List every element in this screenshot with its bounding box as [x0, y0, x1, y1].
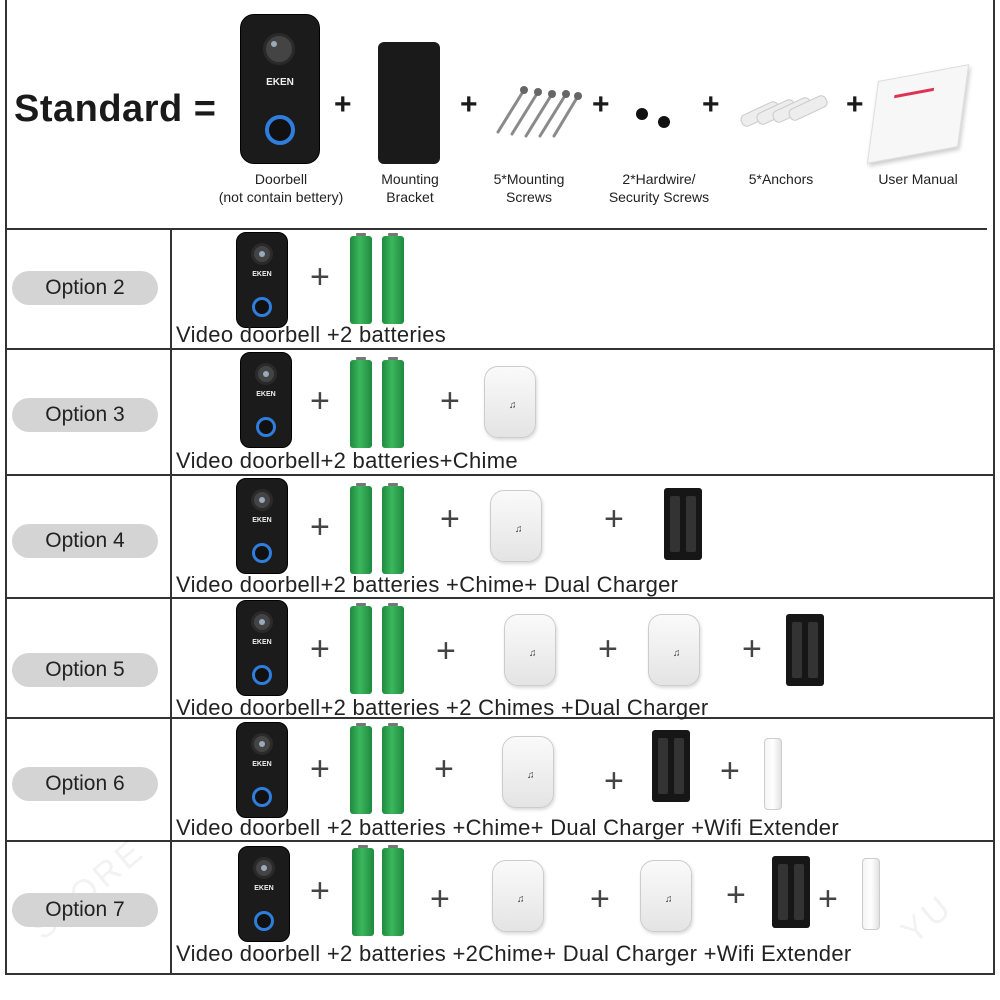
chime-image: ♫: [490, 490, 542, 562]
mounting-bracket-image: [378, 42, 440, 164]
plus-sign: +: [846, 88, 864, 121]
plus-sign: +: [818, 880, 838, 918]
plus-sign: +: [742, 630, 762, 668]
plus-sign: +: [310, 508, 330, 546]
plus-sign: +: [726, 876, 746, 914]
option-4-caption: Video doorbell+2 batteries +Chime+ Dual …: [176, 572, 679, 597]
plus-sign: +: [334, 88, 352, 121]
row-divider: [5, 348, 995, 350]
battery-image: [350, 233, 372, 324]
doorbell-image: EKEN: [238, 846, 290, 942]
plus-sign: +: [720, 752, 740, 790]
dual-charger-image: [786, 614, 824, 686]
chime-image: ♫: [504, 614, 556, 686]
battery-image: [382, 357, 404, 448]
chime-image: ♫: [492, 860, 544, 932]
plus-sign: +: [310, 872, 330, 910]
caption-security-screws: 2*Hardwire/Security Screws: [608, 171, 710, 205]
option-7-label: Option 7: [12, 893, 158, 927]
column-divider: [170, 228, 172, 975]
chime-image: ♫: [648, 614, 700, 686]
battery-image: [382, 845, 404, 936]
plus-sign: +: [604, 500, 624, 538]
battery-image: [382, 233, 404, 324]
plus-sign: +: [598, 630, 618, 668]
doorbell-image: EKEN: [240, 14, 320, 164]
row-divider: [5, 597, 995, 599]
option-2-caption: Video doorbell +2 batteries: [176, 322, 447, 347]
battery-image: [350, 357, 372, 448]
battery-image: [382, 723, 404, 814]
battery-image: [352, 845, 374, 936]
doorbell-image: EKEN: [240, 352, 292, 448]
battery-image: [350, 603, 372, 694]
plus-sign: +: [430, 880, 450, 918]
wifi-extender-image: [764, 738, 782, 810]
option-4-label: Option 4: [12, 524, 158, 558]
anchors-image: [740, 95, 828, 127]
battery-image: [382, 483, 404, 574]
plus-sign: +: [702, 88, 720, 121]
screws-image: [496, 86, 582, 138]
battery-image: [350, 723, 372, 814]
row-divider: [5, 474, 995, 476]
option-3-caption: Video doorbell+2 batteries+Chime: [176, 448, 518, 473]
table-frame: [5, 0, 995, 975]
option-6-label: Option 6: [12, 767, 158, 801]
wifi-extender-image: [862, 858, 880, 930]
chime-image: ♫: [502, 736, 554, 808]
plus-sign: +: [434, 750, 454, 788]
chime-image: ♫: [484, 366, 536, 438]
standard-title: Standard =: [14, 88, 217, 130]
plus-sign: +: [310, 750, 330, 788]
plus-sign: +: [592, 88, 610, 121]
hardwire-screw-image: [636, 108, 648, 120]
caption-user-manual: User Manual: [878, 171, 958, 187]
plus-sign: +: [460, 88, 478, 121]
dual-charger-image: [772, 856, 810, 928]
doorbell-image: EKEN: [236, 722, 288, 818]
plus-sign: +: [310, 258, 330, 296]
option-7-caption: Video doorbell +2 batteries +2Chime+ Dua…: [176, 941, 852, 966]
battery-image: [350, 483, 372, 574]
dual-charger-image: [664, 488, 702, 560]
option-6-caption: Video doorbell +2 batteries +Chime+ Dual…: [176, 815, 839, 840]
row-divider: [5, 840, 995, 842]
dual-charger-image: [652, 730, 690, 802]
doorbell-image: EKEN: [236, 232, 288, 328]
plus-sign: +: [436, 632, 456, 670]
plus-sign: +: [590, 880, 610, 918]
row-divider: [5, 228, 987, 230]
plus-sign: +: [440, 500, 460, 538]
row-divider: [5, 717, 995, 719]
caption-doorbell: Doorbell(not contain bettery): [218, 171, 344, 205]
doorbell-image: EKEN: [236, 600, 288, 696]
plus-sign: +: [310, 630, 330, 668]
option-5-label: Option 5: [12, 653, 158, 687]
option-2-label: Option 2: [12, 271, 158, 305]
chime-image: ♫: [640, 860, 692, 932]
plus-sign: +: [604, 762, 624, 800]
option-5-caption: Video doorbell+2 batteries +2 Chimes +Du…: [176, 695, 709, 720]
plus-sign: +: [310, 382, 330, 420]
option-3-label: Option 3: [12, 398, 158, 432]
plus-sign: +: [440, 382, 460, 420]
doorbell-image: EKEN: [236, 478, 288, 574]
caption-anchors: 5*Anchors: [748, 171, 814, 187]
hardwire-screw-image: [658, 116, 670, 128]
battery-image: [382, 603, 404, 694]
